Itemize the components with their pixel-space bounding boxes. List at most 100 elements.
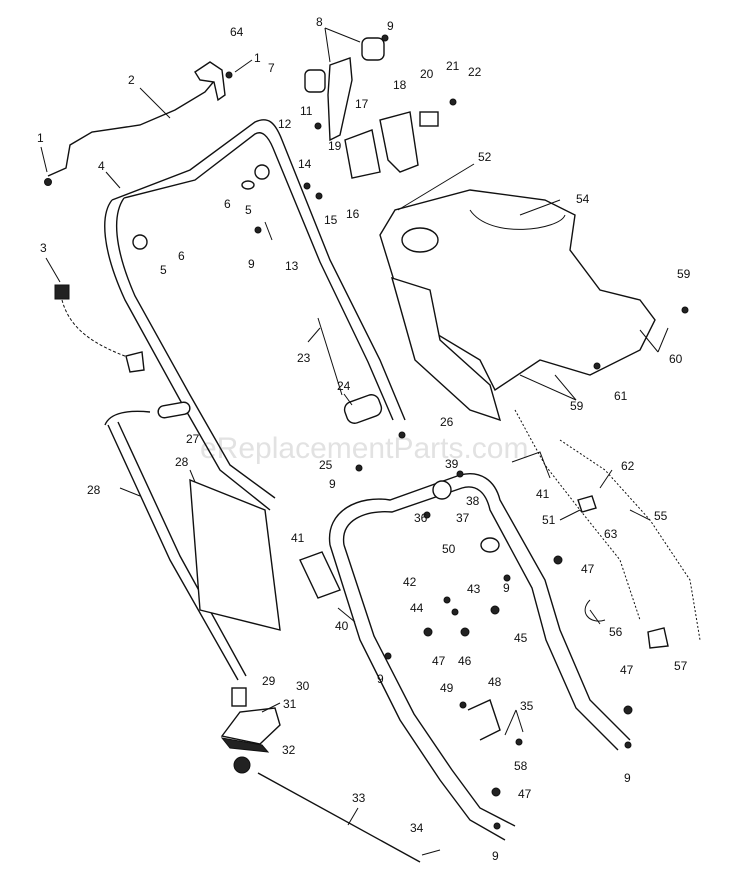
callout-9b: 9 — [248, 257, 255, 271]
callout-1b: 1 — [254, 51, 261, 65]
callout-19: 19 — [328, 139, 342, 153]
grip-24-drawing — [343, 394, 383, 424]
nut-58-drawing — [515, 738, 523, 746]
spring-20-drawing — [419, 111, 439, 127]
screw-9c-drawing — [355, 464, 363, 472]
callout-61: 61 — [614, 389, 628, 403]
callout-44: 44 — [410, 601, 424, 615]
leader-8b — [324, 27, 361, 43]
callout-47b: 47 — [581, 562, 595, 576]
leader-31 — [261, 702, 281, 713]
cable-clip-3-drawing — [54, 284, 70, 300]
nut-45-drawing — [490, 605, 500, 615]
callout-labels: 1 1 2 3 4 5 5 6 6 7 8 9 9 9 9 9 9 9 11 1… — [37, 15, 691, 863]
screw-26-drawing — [398, 431, 406, 439]
callout-49: 49 — [440, 681, 454, 695]
callout-18: 18 — [393, 78, 407, 92]
chute-54-hole — [401, 227, 439, 253]
callout-2: 2 — [128, 73, 135, 87]
leader-1b — [234, 59, 253, 73]
callout-11: 11 — [300, 104, 313, 118]
leader-3 — [45, 257, 61, 283]
rod-28-drawing — [107, 424, 239, 681]
callout-46: 46 — [458, 654, 472, 668]
clip-42-drawing — [443, 596, 451, 604]
handle-4-top — [111, 119, 406, 421]
cable-end-3-drawing — [125, 351, 145, 373]
leader-lines — [40, 27, 669, 826]
callout-43: 43 — [467, 582, 481, 596]
chute-54-detail — [469, 209, 566, 230]
leader-28a — [119, 487, 141, 497]
pulley-8-drawing — [304, 69, 326, 93]
nut-5b-drawing — [254, 164, 270, 180]
handle-40-leg-inner — [343, 544, 516, 827]
leader-59b — [519, 374, 577, 401]
pin-34-drawing — [421, 849, 441, 856]
screw-59-drawing — [681, 306, 689, 314]
screw-9a-drawing — [254, 226, 262, 234]
callout-51: 51 — [542, 513, 556, 527]
callout-17: 17 — [355, 97, 369, 111]
callout-9f: 9 — [624, 771, 631, 785]
callout-37: 37 — [456, 511, 470, 525]
callout-60: 60 — [669, 352, 683, 366]
callout-9d: 9 — [377, 672, 384, 686]
leader-8a — [324, 27, 331, 63]
washer-6-drawing — [241, 180, 255, 190]
bracket-48-drawing — [467, 699, 501, 741]
leader-1a — [40, 146, 48, 173]
leader-4 — [105, 171, 121, 189]
callout-9g: 9 — [492, 849, 499, 863]
screw-9b-drawing — [381, 34, 389, 42]
washer-44-drawing — [451, 608, 459, 616]
knob-18-drawing — [379, 111, 419, 173]
screw-11-drawing — [314, 122, 322, 130]
bracket-30-drawing — [220, 707, 281, 745]
screw-1b-drawing — [225, 71, 233, 79]
nut-5-drawing — [132, 234, 148, 250]
leader-40 — [337, 607, 356, 623]
callout-9e: 9 — [503, 581, 510, 595]
callout-5a: 5 — [160, 263, 167, 277]
screw-36-drawing — [423, 511, 431, 519]
bolt-47a-drawing — [423, 627, 433, 637]
callout-62: 62 — [621, 459, 635, 473]
lever-27-drawing — [104, 410, 151, 426]
callout-6a: 6 — [178, 249, 185, 263]
cable-51-drawing — [514, 409, 641, 621]
callout-57: 57 — [674, 659, 688, 673]
callout-9a: 9 — [387, 19, 394, 33]
collar-29-drawing — [231, 687, 247, 707]
leader-55 — [629, 509, 651, 521]
leader-60b — [657, 327, 669, 353]
callout-7: 7 — [268, 61, 275, 75]
callout-52: 52 — [478, 150, 492, 164]
clip-56-drawing — [584, 599, 606, 622]
callout-20: 20 — [420, 67, 434, 81]
callout-1: 1 — [37, 131, 44, 145]
callout-41a: 41 — [291, 531, 305, 545]
hardware — [44, 34, 689, 830]
callout-25: 25 — [319, 458, 333, 472]
screw-1-drawing — [44, 178, 52, 186]
leader-59a — [554, 374, 577, 401]
callout-13: 13 — [285, 259, 299, 273]
screw-14-drawing — [303, 182, 311, 190]
leader-51 — [559, 509, 581, 521]
leader-33 — [347, 807, 359, 826]
bracket-8-drawing — [327, 57, 353, 142]
callout-28b: 28 — [87, 483, 101, 497]
screw-9e-drawing — [503, 574, 511, 582]
callout-30: 30 — [296, 679, 310, 693]
screw-9f-drawing — [624, 741, 632, 749]
callout-14: 14 — [298, 157, 312, 171]
callout-28a: 28 — [175, 455, 189, 469]
callout-50: 50 — [442, 542, 456, 556]
callout-35: 35 — [520, 699, 534, 713]
nut-46-drawing — [460, 627, 470, 637]
callout-21: 21 — [446, 59, 460, 73]
screw-49-drawing — [459, 701, 467, 709]
